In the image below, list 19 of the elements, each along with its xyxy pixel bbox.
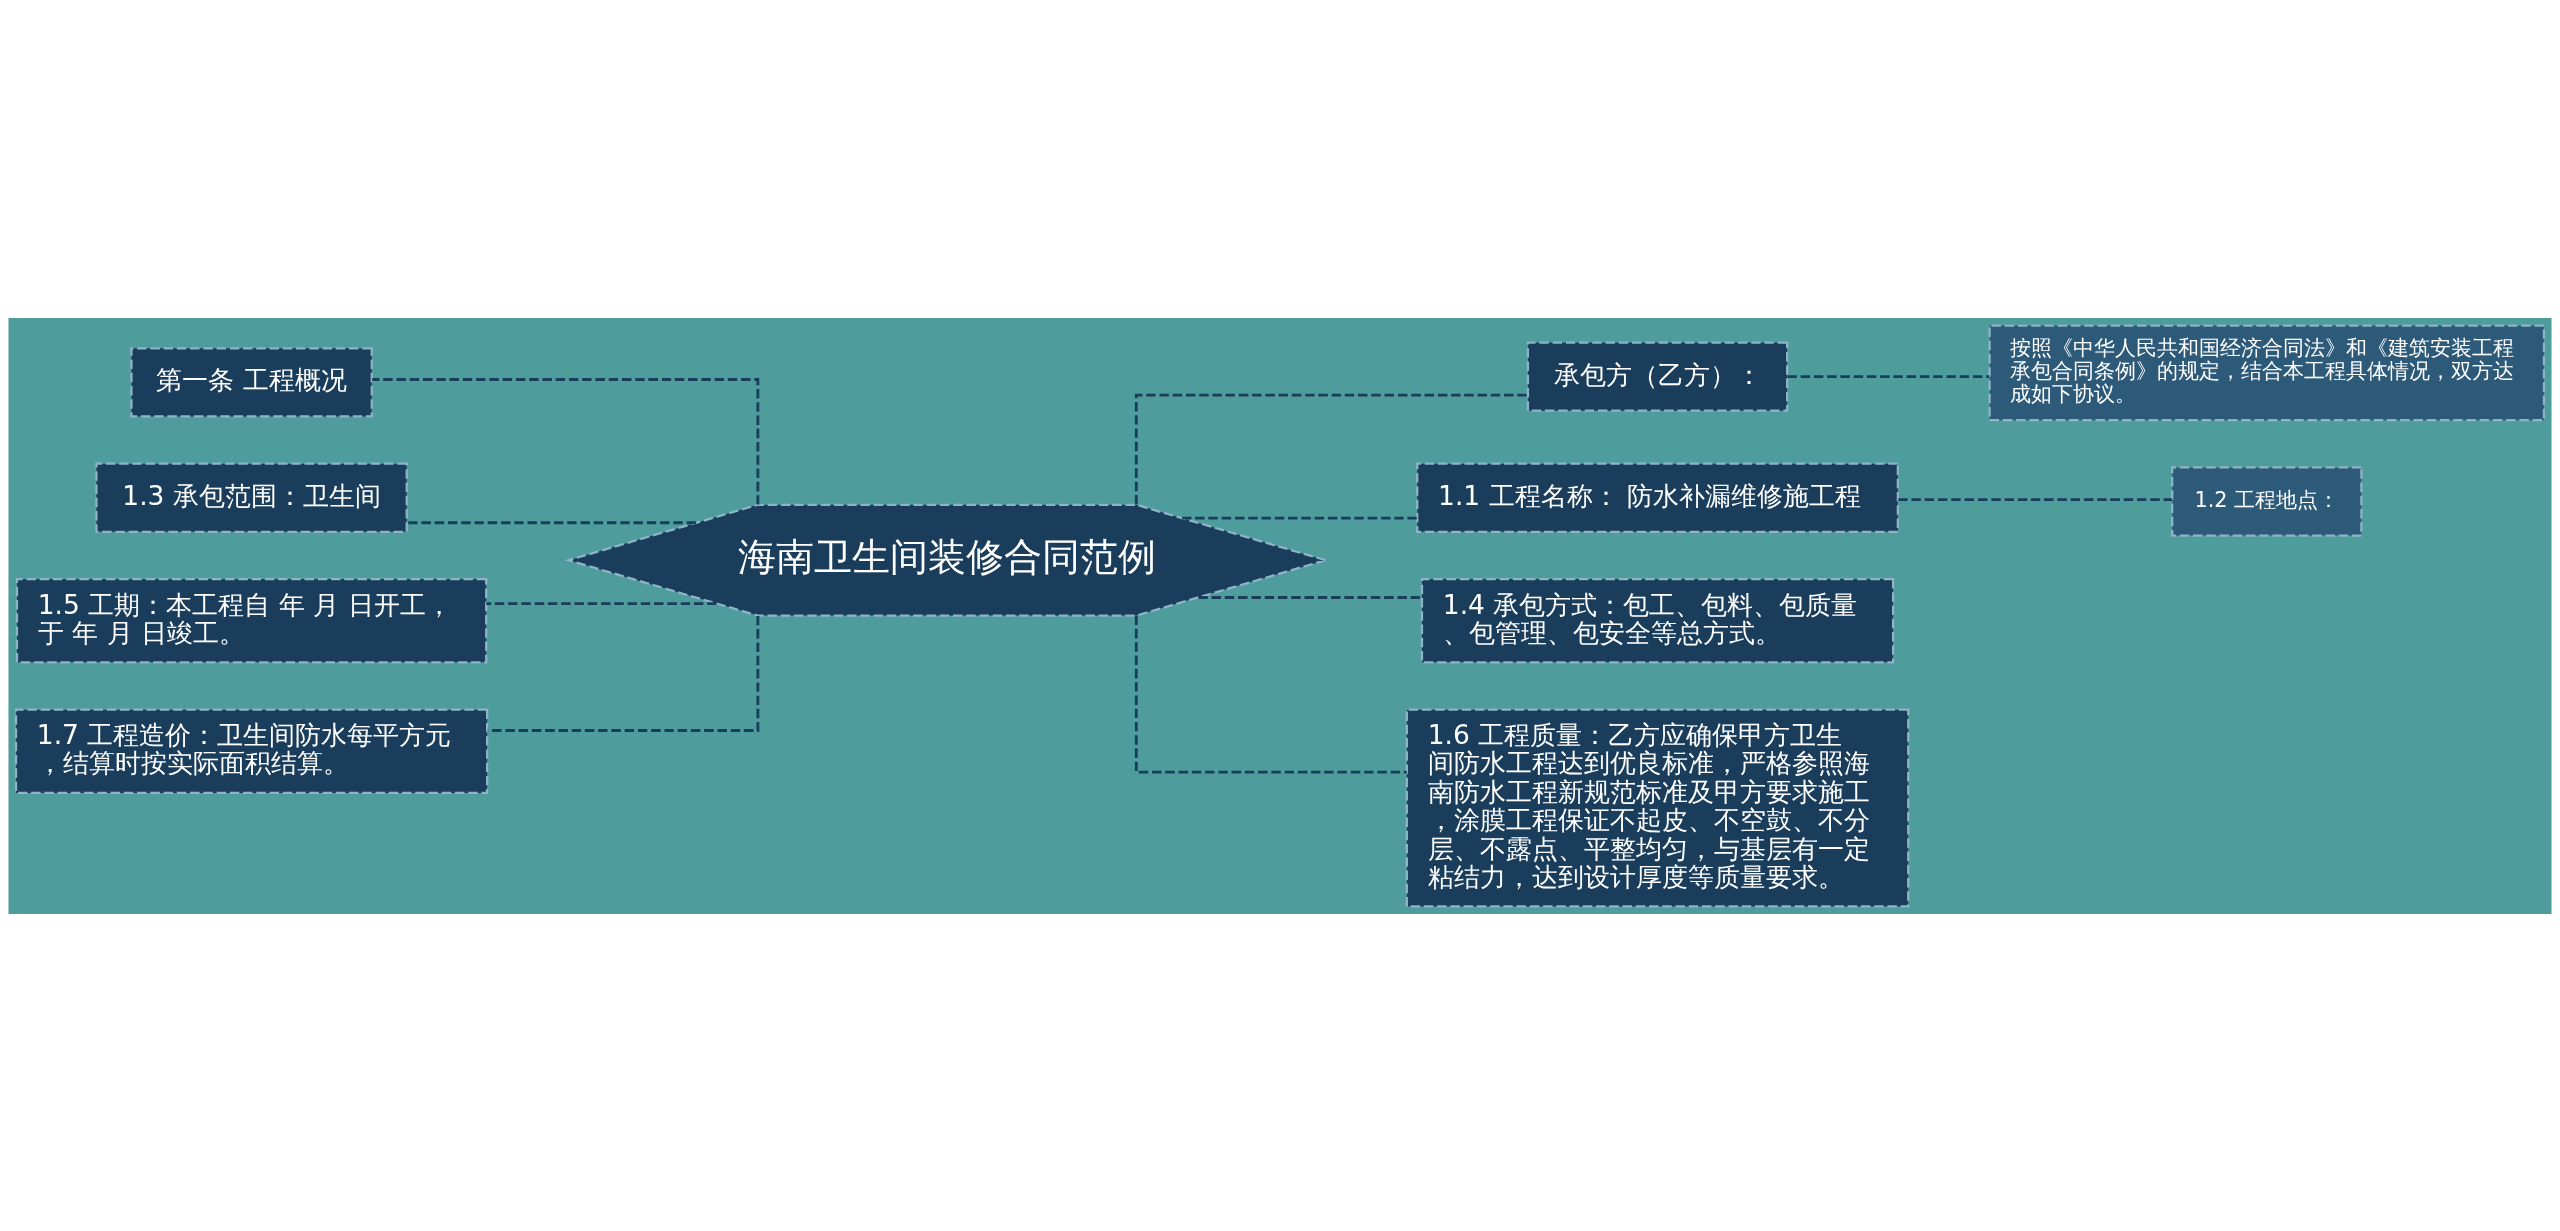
node-box: 1.5 工期：本工程自 年 月 日开工，于 年 月 日竣工。 — [15, 577, 488, 663]
node-box: 1.7 工程造价：卫生间防水每平方元，结算时按实际面积结算。 — [14, 708, 489, 794]
connector — [372, 377, 760, 504]
node-box: 承包方（乙方）： — [1526, 340, 1789, 412]
connector — [1182, 516, 1417, 520]
node-box: 1.2 工程地点： — [2171, 465, 2363, 537]
connector — [1134, 393, 1528, 504]
node-box: 按照《中华人民共和国经济合同法》和《建筑安装工程承包合同条例》的规定，结合本工程具体情况，双方达成如下协议。 — [1988, 323, 2546, 421]
node-box: 1.3 承包范围：卫生间 — [95, 462, 408, 533]
connector — [1898, 497, 2172, 501]
node-box: 1.1 工程名称： 防水补漏维修施工程 — [1416, 462, 1899, 533]
connector — [1198, 595, 1422, 599]
node-box: 1.4 承包方式：包工、包料、包质量、包管理、包安全等总方式。 — [1420, 577, 1895, 663]
connector — [486, 601, 717, 605]
node-box: 第一条 工程概况 — [130, 346, 373, 418]
connector — [1787, 374, 1990, 378]
node-box: 1.6 工程质量：乙方应确保甲方卫生间防水工程达到优良标准，严格参照海南防水工程新规范标准及甲方要求施工，涂膜工程保证不起皮、不空鼓、不分层、不露点、平整均匀，与基层有一定粘结力，达到设计厚度等质量要求。 — [1405, 708, 1910, 908]
connector — [407, 520, 696, 524]
connector — [1134, 615, 1407, 773]
